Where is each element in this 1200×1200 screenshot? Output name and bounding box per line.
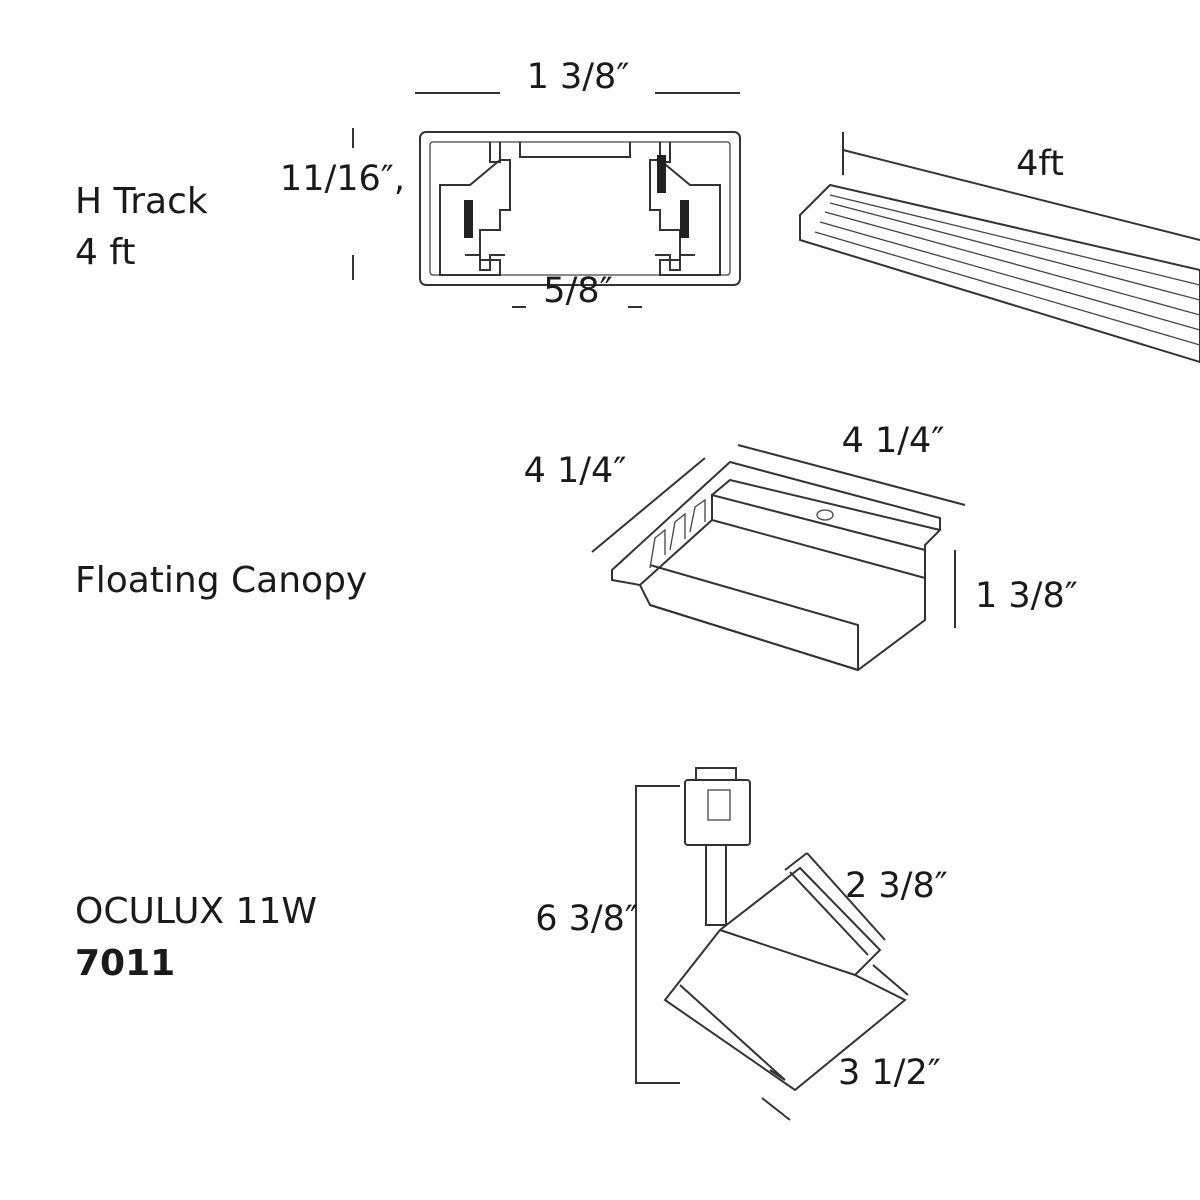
fixture-length-label: 3 1/2″ [838, 1053, 941, 1093]
fixture-name: OCULUX 11W [75, 891, 317, 932]
h-track-slot-label: 5/8″ [543, 271, 612, 311]
canopy-height-label: 1 3/8″ [975, 576, 1078, 616]
fixture-diameter-label: 2 3/8″ [845, 866, 948, 906]
h-track-height-dimension: 11/16″, [280, 128, 405, 280]
h-track-width-dimension: 1 3/8″ [415, 57, 740, 97]
h-track-height-label: 11/16″, [280, 159, 405, 199]
fixture-drawing: 6 3/8″ 2 3/8″ 3 1/2″ [535, 767, 948, 1121]
h-track-slot-dimension: 5/8″ [512, 271, 642, 311]
h-track-width-label: 1 3/8″ [527, 57, 630, 97]
canopy-width-label: 4 1/4″ [842, 421, 945, 461]
canopy-drawing: 4 1/4″ 4 1/4″ 1 3/8″ [524, 421, 1078, 672]
h-track-name: H Track [75, 181, 208, 222]
fixture-height-label: 6 3/8″ [535, 899, 638, 939]
h-track-profile [419, 131, 741, 286]
canopy-depth-label: 4 1/4″ [524, 451, 627, 491]
fixture-model: 7011 [75, 943, 175, 984]
h-track-length-label: 4ft [1016, 144, 1064, 184]
h-track-length: 4 ft [75, 232, 136, 273]
h-track-perspective: 4ft [799, 132, 1200, 364]
canopy-name: Floating Canopy [75, 560, 367, 601]
